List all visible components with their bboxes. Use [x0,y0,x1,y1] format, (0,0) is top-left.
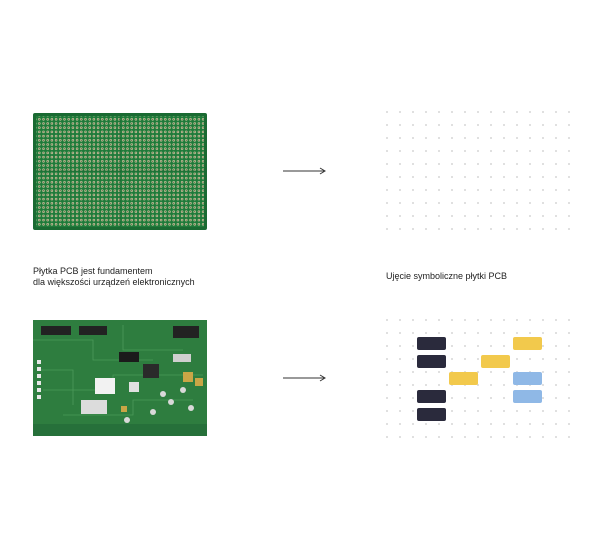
populated-pcb-photo [33,320,207,436]
yellow-block-1 [449,372,478,385]
blue-block-1 [513,372,542,385]
caption-line-1: Płytka PCB jest fundamentem [33,266,153,276]
yellow-block-2 [481,355,510,368]
symbolic-dot-grid-empty [385,110,570,230]
caption-pcb-foundation: Płytka PCB jest fundamentem dla większoś… [33,266,253,288]
perfboard-photo [33,113,207,230]
blue-block-2 [513,390,542,403]
yellow-block-3 [513,337,542,350]
top-arrow [282,166,328,176]
caption-symbolic-pcb: Ujęcie symboliczne płytki PCB [386,271,508,281]
dark-block-3 [417,390,446,403]
caption-line-2: dla większości urządzeń elektronicznych [33,277,195,287]
bottom-arrow [282,373,328,383]
dark-block-1 [417,337,446,350]
dark-block-2 [417,355,446,368]
dark-block-4 [417,408,446,421]
right-arrow-icon [283,167,326,175]
symbolic-dot-grid-components [385,318,570,438]
right-arrow-icon [283,374,326,382]
